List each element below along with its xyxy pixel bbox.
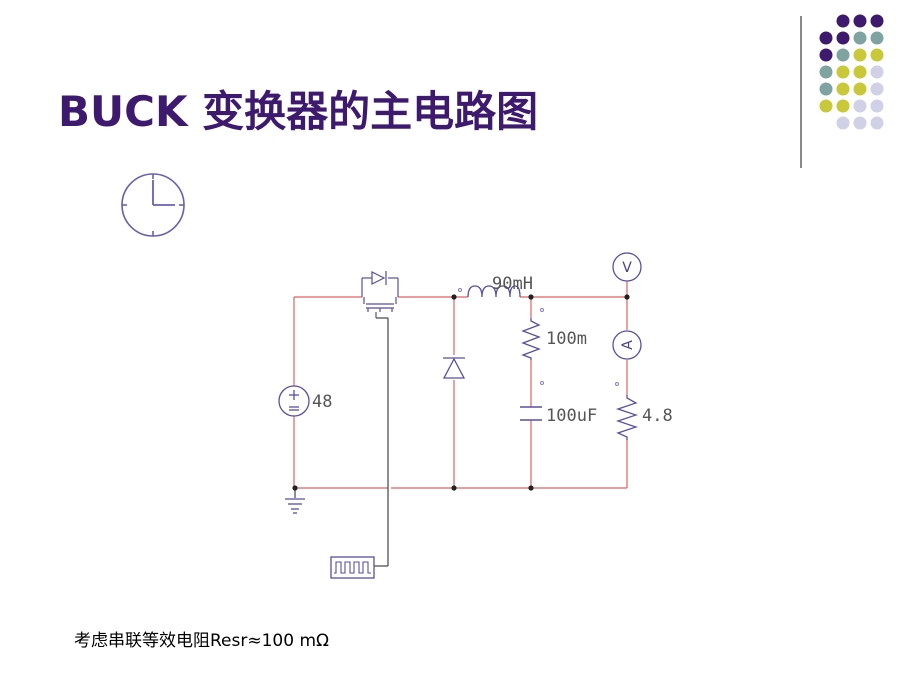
inductor-coil <box>467 285 521 298</box>
decorative-dot <box>853 99 867 113</box>
capacitor-label: 100uF <box>546 406 597 426</box>
ammeter: A <box>612 330 642 360</box>
decorative-dot <box>819 82 833 96</box>
decorative-dot <box>870 65 884 79</box>
decorative-dot <box>836 14 850 28</box>
decorative-dot <box>870 116 884 130</box>
decorative-dot <box>870 99 884 113</box>
load-label: 4.8 <box>642 406 673 426</box>
load-resistor <box>615 395 639 440</box>
voltmeter: V <box>612 252 642 282</box>
decorative-dot <box>853 116 867 130</box>
dc-voltage-source <box>278 385 310 417</box>
circuit-wires <box>293 281 628 489</box>
decorative-dot <box>819 48 833 62</box>
decorative-dot <box>870 31 884 45</box>
decorative-dot <box>853 48 867 62</box>
decorative-dot <box>836 65 850 79</box>
decorative-dot <box>870 82 884 96</box>
esr-caption: 考虑串联等效电阻Resr≈100 mΩ <box>74 631 329 651</box>
esr-label: 100m <box>546 329 587 349</box>
output-capacitor <box>520 406 542 421</box>
source-voltage-label: 48 <box>312 392 332 412</box>
clock-icon <box>121 173 185 237</box>
decorative-dot <box>853 14 867 28</box>
pulse-generator <box>330 556 375 579</box>
decorative-dot <box>819 31 833 45</box>
decorative-dot <box>836 116 850 130</box>
freewheel-diode <box>442 357 466 379</box>
ground-symbol <box>285 498 305 514</box>
esr-resistor <box>521 318 541 360</box>
decorative-dot-grid <box>819 14 884 130</box>
decorative-dot <box>836 48 850 62</box>
terminal-markers <box>458 288 619 386</box>
decorative-dot <box>853 82 867 96</box>
decorative-divider-line <box>800 16 802 168</box>
decorative-dot <box>853 31 867 45</box>
inductor-label: 90mH <box>492 274 533 294</box>
gate-control-wire <box>294 317 389 567</box>
slide-title: BUCK 变换器的主电路图 <box>58 87 539 136</box>
decorative-dot <box>819 99 833 113</box>
decorative-dot <box>819 65 833 79</box>
decorative-dot <box>870 48 884 62</box>
decorative-dot <box>836 31 850 45</box>
decorative-dot <box>853 65 867 79</box>
decorative-dot <box>870 14 884 28</box>
mosfet-switch <box>361 271 399 318</box>
ammeter-symbol: A <box>620 340 636 350</box>
decorative-dot <box>836 82 850 96</box>
junction-dots <box>292 294 630 491</box>
decorative-dot <box>836 99 850 113</box>
voltmeter-symbol: V <box>622 260 632 276</box>
